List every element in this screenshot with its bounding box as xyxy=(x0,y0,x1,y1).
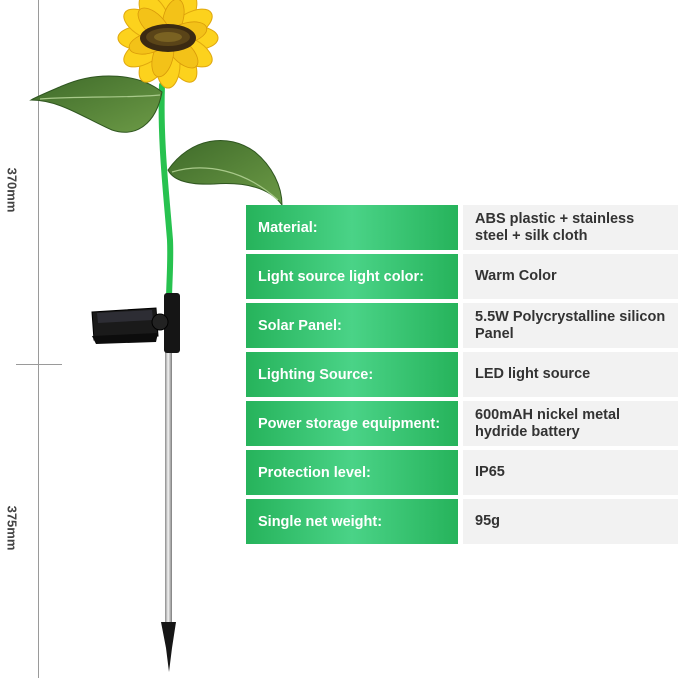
spec-value: 600mAH nickel metal hydride battery xyxy=(463,401,678,446)
spec-value: 5.5W Polycrystalline silicon Panel xyxy=(463,303,678,348)
specifications-table: Material: ABS plastic + stainless steel … xyxy=(246,205,678,548)
solar-panel xyxy=(91,293,180,353)
spec-value: IP65 xyxy=(463,450,678,495)
sunflower-head xyxy=(117,0,219,89)
stake-spike xyxy=(161,622,176,672)
spec-value: 95g xyxy=(463,499,678,544)
spec-label: Protection level: xyxy=(246,450,458,495)
spec-label: Solar Panel: xyxy=(246,303,458,348)
spec-value: LED light source xyxy=(463,352,678,397)
spec-label: Lighting Source: xyxy=(246,352,458,397)
metal-stake xyxy=(165,345,172,627)
spec-row-lighting-source: Lighting Source: LED light source xyxy=(246,352,678,397)
dimension-divider xyxy=(16,364,62,365)
spec-label: Light source light color: xyxy=(246,254,458,299)
spec-row-power-storage: Power storage equipment: 600mAH nickel m… xyxy=(246,401,678,446)
spec-row-light-color: Light source light color: Warm Color xyxy=(246,254,678,299)
spec-label: Material: xyxy=(246,205,458,250)
spec-label: Single net weight: xyxy=(246,499,458,544)
spec-row-protection-level: Protection level: IP65 xyxy=(246,450,678,495)
left-leaf xyxy=(29,75,163,133)
right-leaf xyxy=(167,139,283,207)
spec-row-net-weight: Single net weight: 95g xyxy=(246,499,678,544)
spec-value: ABS plastic + stainless steel + silk clo… xyxy=(463,205,678,250)
spec-label: Power storage equipment: xyxy=(246,401,458,446)
spec-row-material: Material: ABS plastic + stainless steel … xyxy=(246,205,678,250)
spec-row-solar-panel: Solar Panel: 5.5W Polycrystalline silico… xyxy=(246,303,678,348)
flower-stem xyxy=(158,82,174,303)
spec-value: Warm Color xyxy=(463,254,678,299)
dimension-line xyxy=(38,0,39,678)
